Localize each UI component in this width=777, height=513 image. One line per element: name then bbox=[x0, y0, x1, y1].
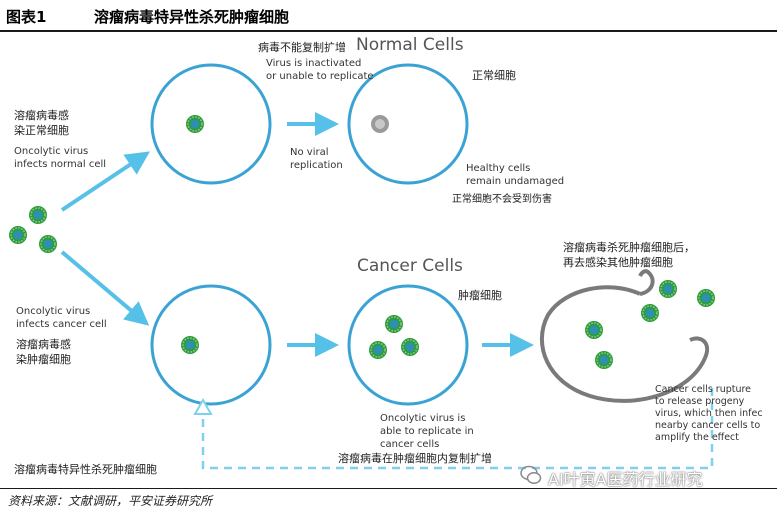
virus-icon bbox=[185, 114, 205, 134]
label-no-viral-replication: No viral replication bbox=[290, 147, 343, 171]
label-normal-cell-zh: 正常细胞 bbox=[472, 69, 516, 82]
virus-icon bbox=[696, 288, 716, 308]
label-infects-normal-zh: 溶瘤病毒感 染正常细胞 bbox=[14, 109, 69, 137]
label-able-to-replicate: Oncolytic virus is able to replicate in … bbox=[380, 413, 474, 450]
virus-icon bbox=[8, 225, 28, 245]
virus-icon bbox=[594, 350, 614, 370]
label-replicate-zh: 溶瘤病毒在肿瘤细胞内复制扩增 bbox=[338, 452, 492, 465]
label-rupture: Cancer cells rupture to release progeny … bbox=[655, 384, 763, 443]
source-note: 资料来源：文献调研，平安证券研究所 bbox=[8, 494, 213, 508]
wechat-logo-icon bbox=[520, 465, 542, 484]
normal-cell-undamaged bbox=[347, 63, 469, 185]
virus-icon bbox=[368, 340, 388, 360]
bottom-rule bbox=[0, 488, 777, 489]
watermark-text: AI叶寅A医药行业研究 bbox=[548, 470, 703, 489]
feedback-dashed-path bbox=[201, 388, 714, 470]
label-healthy-cells: Healthy cells remain undamaged bbox=[466, 163, 565, 187]
label-infects-cancer-zh: 溶瘤病毒感 染肿瘤细胞 bbox=[16, 338, 71, 366]
virus-icon bbox=[384, 314, 404, 334]
arrow-up-icon bbox=[193, 397, 213, 415]
figure-number: 图表1 bbox=[6, 8, 47, 26]
label-infects-normal-en: Oncolytic virus infects normal cell bbox=[14, 146, 107, 170]
virus-icon bbox=[180, 335, 200, 355]
virus-icon bbox=[38, 234, 58, 254]
virus-icon bbox=[584, 320, 604, 340]
label-healthy-cells-zh: 正常细胞不会受到伤害 bbox=[452, 194, 552, 205]
label-virus-inactivated: Virus is inactivated or unable to replic… bbox=[266, 58, 374, 82]
cancer-cell-infected bbox=[150, 284, 272, 406]
ruptured-cell-outline bbox=[539, 285, 710, 403]
heading-zh-no-replication: 病毒不能复制扩增 bbox=[258, 41, 346, 54]
virus-icon bbox=[400, 337, 420, 357]
arrow-right-icon bbox=[60, 151, 150, 212]
figure-header: 图表1 溶瘤病毒特异性杀死肿瘤细胞 bbox=[0, 0, 777, 32]
ruptured-cell-tip bbox=[638, 269, 655, 296]
label-infects-cancer-en: Oncolytic virus infects cancer cell bbox=[16, 306, 107, 330]
heading-cancer-cells: Cancer Cells bbox=[357, 256, 463, 276]
virus-icon bbox=[640, 303, 660, 323]
label-tumor-cell-zh: 肿瘤细胞 bbox=[458, 289, 502, 302]
normal-cell-infected bbox=[150, 63, 272, 185]
heading-normal-cells: Normal Cells bbox=[356, 35, 464, 55]
cancer-cell-replicating bbox=[347, 284, 469, 406]
label-summary-zh: 溶瘤病毒特异性杀死肿瘤细胞 bbox=[14, 463, 157, 476]
virus-icon bbox=[658, 279, 678, 299]
label-kills-tumor-zh: 溶瘤病毒杀死肿瘤细胞后， 再去感染其他肿瘤细胞 bbox=[563, 241, 695, 269]
figure-title: 溶瘤病毒特异性杀死肿瘤细胞 bbox=[94, 8, 290, 26]
inactive-virus-icon bbox=[371, 115, 389, 133]
virus-icon bbox=[28, 205, 48, 225]
top-rule bbox=[0, 30, 777, 32]
arrow-right-icon bbox=[60, 250, 150, 326]
